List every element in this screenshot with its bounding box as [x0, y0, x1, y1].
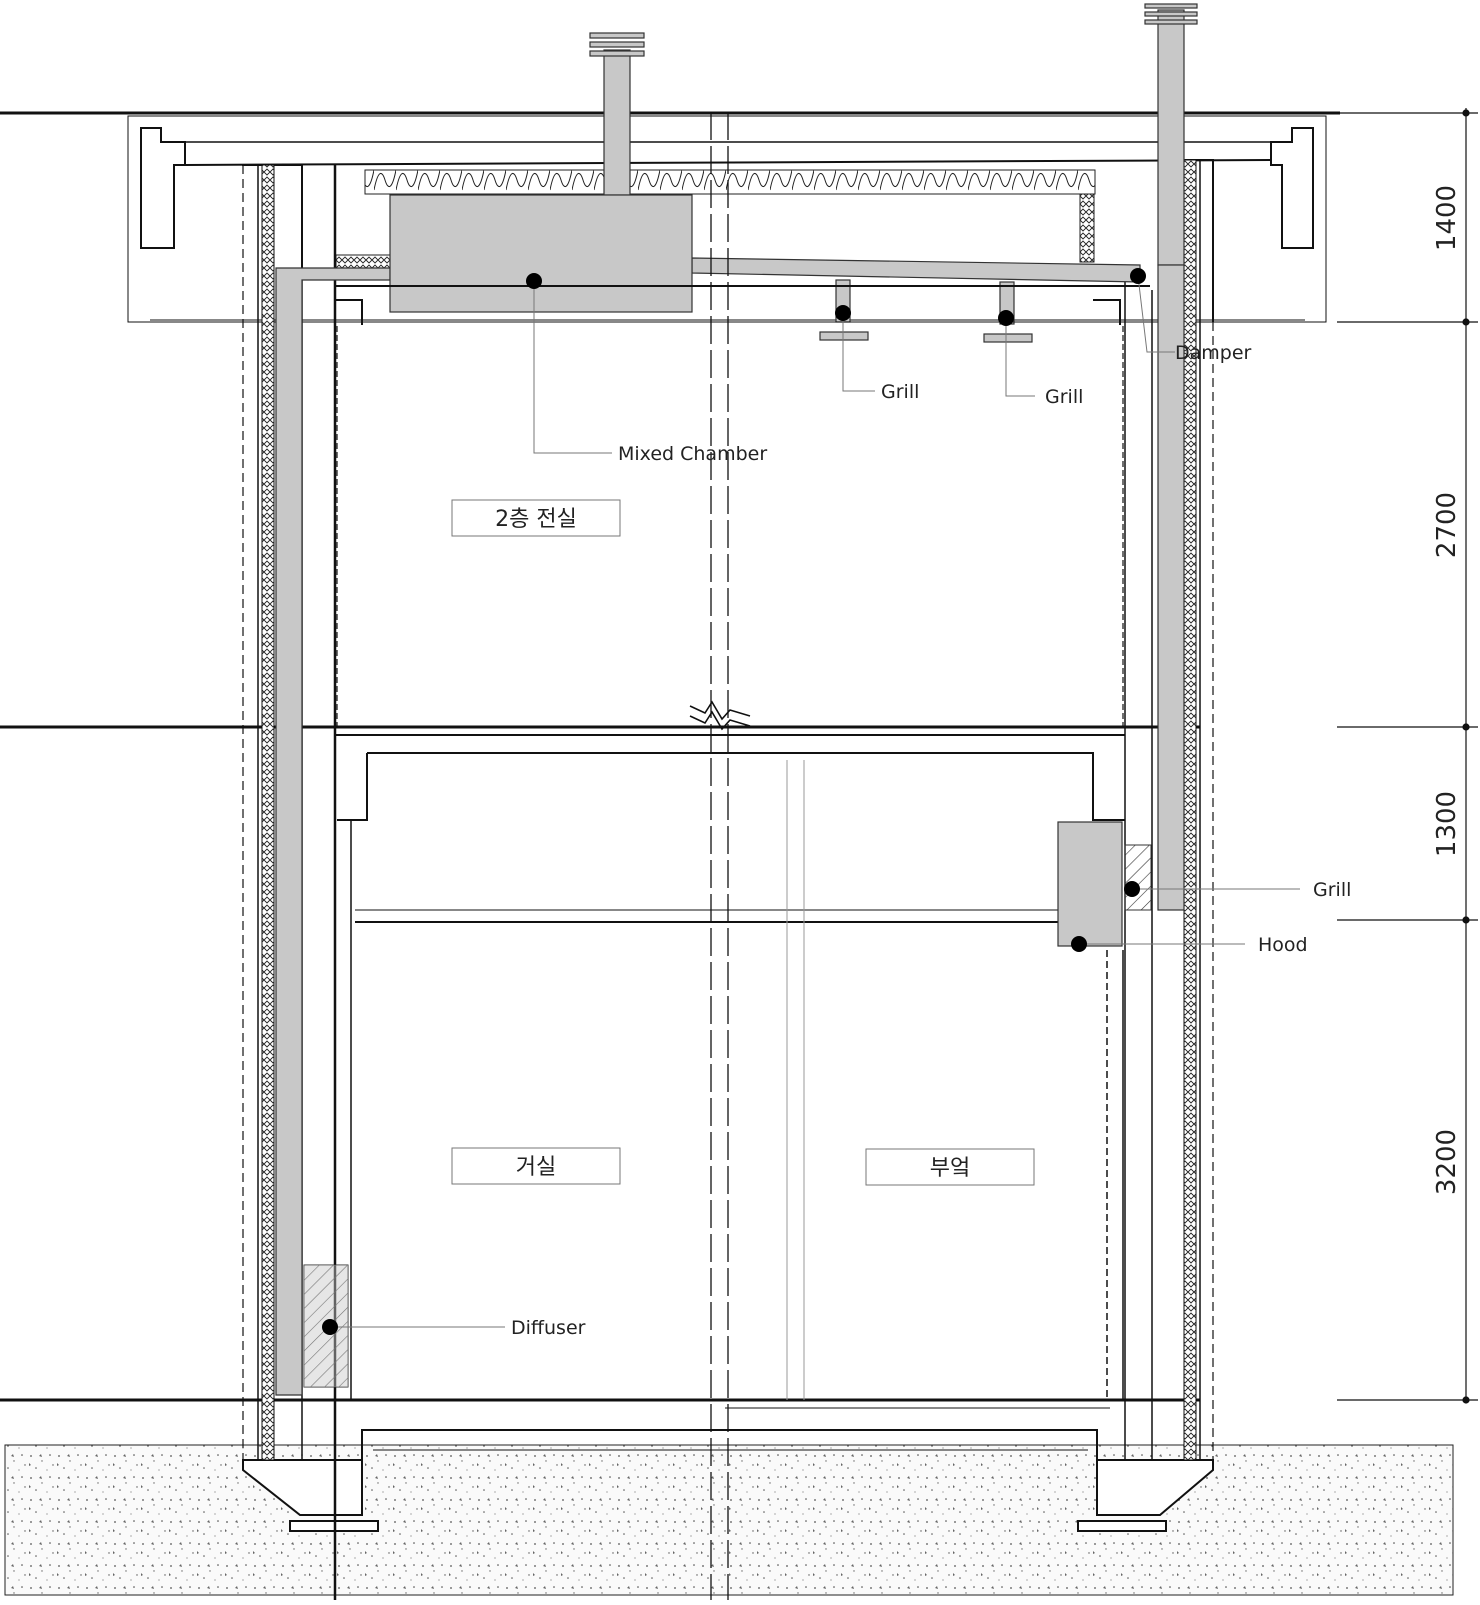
label-grill-2: Grill: [1045, 386, 1083, 408]
room-box-kitchen: [865, 1148, 1035, 1186]
dimension-1300: 1300: [1432, 791, 1462, 857]
room-label-upper: 2층 전실: [495, 507, 577, 532]
dimension-3200: 3200: [1432, 1129, 1462, 1195]
grill-3-dot: [1124, 881, 1140, 897]
label-grill-1: Grill: [881, 381, 919, 403]
room-label-kitchen: 부엌: [930, 1156, 970, 1181]
room-box-living: [451, 1147, 621, 1185]
room-label-living: 거실: [516, 1155, 556, 1180]
lower-room-outline: [350, 760, 1124, 1409]
label-damper: Damper: [1175, 342, 1252, 364]
mixed-chamber: [389, 194, 693, 313]
upper-room-outline: [335, 285, 1150, 727]
room-box-upper: [451, 499, 621, 537]
label-hood: Hood: [1258, 934, 1308, 956]
dimension-line: [1337, 108, 1478, 1404]
callout-dots: [322, 268, 1146, 1335]
dimension-1400: 1400: [1432, 185, 1462, 251]
center-break-line: [689, 112, 751, 1600]
ceiling-insulation: [335, 169, 1096, 270]
dimension-2700: 2700: [1432, 492, 1462, 558]
label-mixed-chamber: Mixed Chamber: [618, 443, 767, 465]
grill-1-dot: [835, 305, 851, 321]
label-diffuser: Diffuser: [511, 1317, 586, 1339]
hood-dot: [1071, 936, 1087, 952]
roof-structure: [127, 115, 1327, 323]
label-grill-3: Grill: [1313, 879, 1351, 901]
diffuser-dot: [322, 1319, 338, 1335]
callout-leaders: [330, 275, 1300, 1328]
mixed-chamber-dot: [526, 273, 542, 289]
damper-dot: [1130, 268, 1146, 284]
ground-slab: [4, 1444, 1454, 1596]
ducts: [275, 3, 1198, 1396]
footings: [242, 1429, 1214, 1532]
level-lines: [0, 111, 1340, 1402]
grill-2-dot: [998, 310, 1014, 326]
hood-grill: [1057, 821, 1152, 947]
middle-slab: [335, 734, 1125, 821]
